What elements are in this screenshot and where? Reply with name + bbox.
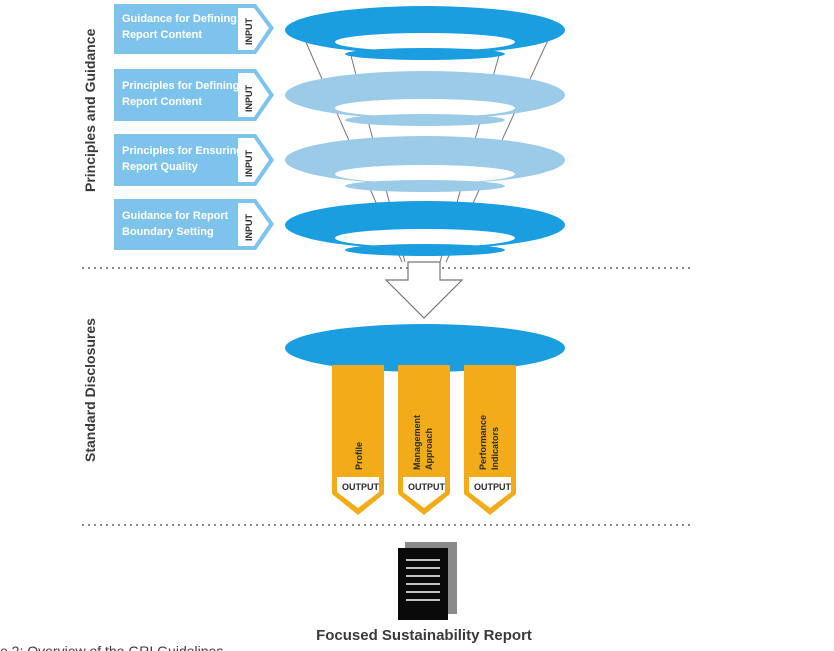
side-label-principles: Principles and Guidance (82, 28, 98, 192)
output-label-performance-1: Performance (478, 415, 488, 470)
input-box-1: Guidance for Defining Report Content INP… (114, 4, 274, 54)
input-tag-3: INPUT (244, 149, 254, 177)
report-document-icon (398, 542, 457, 620)
input-tag-1: INPUT (244, 17, 254, 45)
input-tag-4: INPUT (244, 213, 254, 241)
input-label-1b: Report Content (122, 29, 202, 41)
funnel-ring-1 (285, 6, 565, 60)
funnel-ring-4 (285, 201, 565, 256)
output-label-management-1: Management (412, 415, 422, 470)
input-box-2: Principles for Defining Report Content I… (114, 69, 274, 121)
output-ring (285, 324, 565, 372)
side-label-standard: Standard Disclosures (82, 318, 98, 462)
output-banner-management: Management Approach OUTPUT (398, 365, 450, 515)
input-label-1a: Guidance for Defining (122, 13, 237, 25)
input-label-4a: Guidance for Report (122, 210, 229, 222)
funnel-ring-3 (285, 136, 565, 192)
output-tag-2: OUTPUT (408, 482, 446, 492)
output-banner-profile: Profile OUTPUT (332, 365, 384, 515)
report-label: Focused Sustainability Report (316, 627, 532, 644)
input-label-4b: Boundary Setting (122, 226, 214, 238)
input-tag-2: INPUT (244, 84, 254, 112)
output-banner-performance: Performance Indicators OUTPUT (464, 365, 516, 515)
funnel-ring-2 (285, 71, 565, 126)
output-tag-1: OUTPUT (342, 482, 380, 492)
output-tag-3: OUTPUT (474, 482, 512, 492)
input-label-2b: Report Content (122, 96, 202, 108)
input-box-4: Guidance for Report Boundary Setting INP… (114, 199, 274, 250)
input-label-3b: Report Quality (122, 161, 199, 173)
input-label-3a: Principles for Ensuring (122, 145, 243, 157)
figure-caption: e 2: Overview of the GRI Guidelines (0, 643, 223, 651)
input-label-2a: Principles for Defining (122, 80, 239, 92)
output-label-management-2: Approach (424, 428, 434, 470)
output-label-performance-2: Indicators (490, 427, 500, 470)
down-arrow-icon (384, 261, 464, 319)
output-label-profile: Profile (354, 442, 364, 470)
input-box-3: Principles for Ensuring Report Quality I… (114, 134, 274, 186)
